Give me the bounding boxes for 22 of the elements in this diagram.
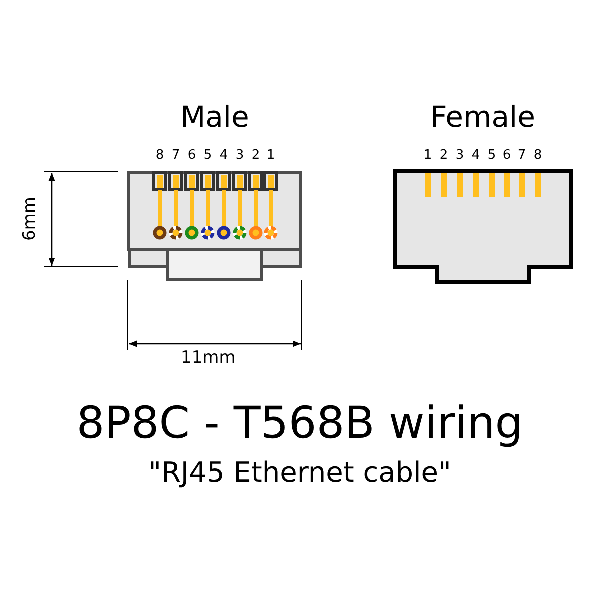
pin-number: 1 bbox=[266, 148, 276, 163]
pin-number: 8 bbox=[532, 148, 544, 163]
pin-number: 5 bbox=[486, 148, 498, 163]
dimension-label: 11mm bbox=[181, 348, 236, 368]
pin-number: 7 bbox=[516, 148, 528, 163]
pin-number: 4 bbox=[470, 148, 482, 163]
diagram-caption: "RJ45 Ethernet cable" bbox=[148, 456, 452, 489]
connector-heading: Male bbox=[180, 100, 250, 134]
pin-number: 3 bbox=[234, 148, 246, 163]
pin-number: 2 bbox=[438, 148, 450, 163]
pin-number: 6 bbox=[502, 148, 512, 163]
pin-number: 5 bbox=[202, 148, 214, 163]
pin-number: 4 bbox=[218, 148, 230, 163]
connector-heading: Female bbox=[430, 100, 536, 134]
dimension-label: 6mm bbox=[20, 197, 40, 241]
diagram-title: 8P8C - T568B wiring bbox=[76, 398, 524, 449]
pin-number: 6 bbox=[186, 148, 198, 163]
pin-number: 3 bbox=[454, 148, 466, 163]
pin-number: 7 bbox=[170, 148, 182, 163]
pin-number: 2 bbox=[250, 148, 262, 163]
pin-number: 1 bbox=[422, 148, 434, 163]
pin-number: 8 bbox=[154, 148, 166, 163]
